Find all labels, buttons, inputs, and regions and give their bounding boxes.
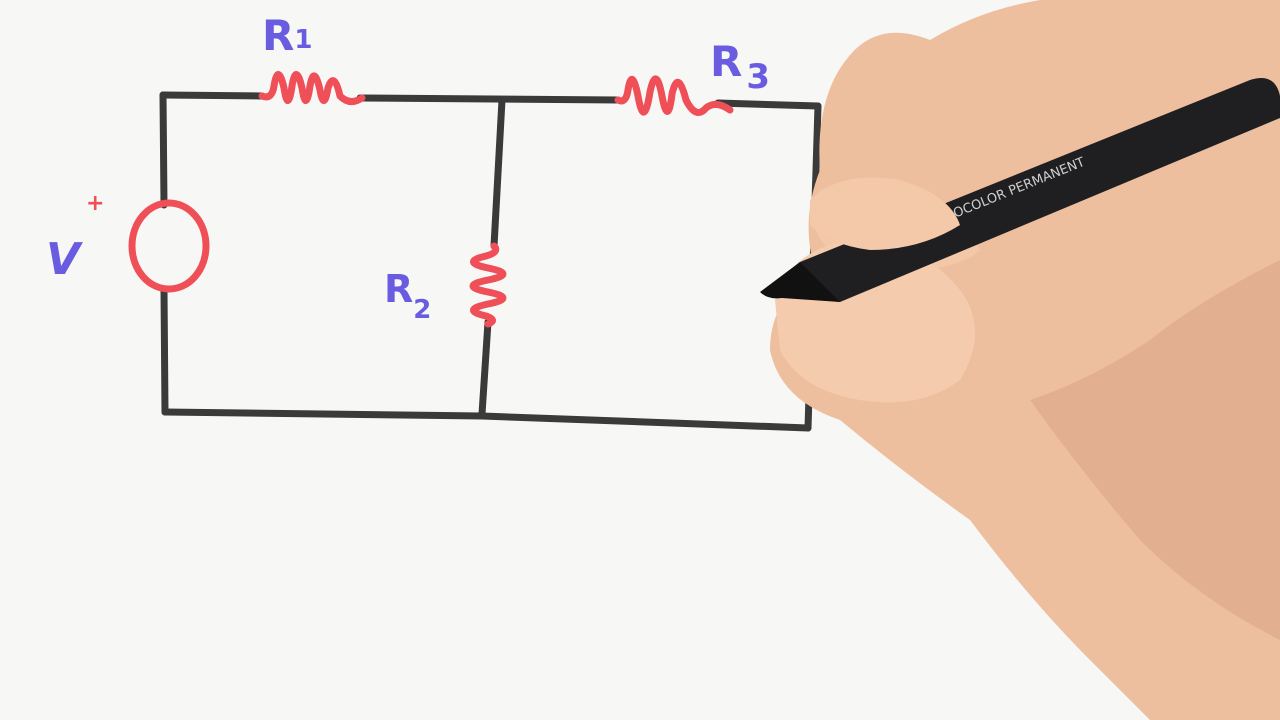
marker-tip — [760, 262, 840, 302]
wire-middle-upper — [490, 96, 506, 250]
wire-left-lower — [160, 286, 169, 416]
label-voltage-polarity: + — [86, 191, 104, 216]
wire-bottom — [161, 408, 812, 432]
hand-shadow — [1030, 260, 1280, 640]
circuit-components — [128, 71, 734, 328]
label-voltage: V — [46, 234, 83, 285]
resistor-r1 — [258, 71, 366, 105]
label-r1: R1 — [262, 11, 312, 60]
hand-thumb-over — [810, 177, 960, 250]
label-r2: R2 — [384, 267, 431, 325]
wire-middle-lower — [478, 318, 492, 418]
wire-top-middle — [356, 94, 622, 104]
resistor-r2 — [469, 242, 507, 328]
marker-body — [800, 78, 1280, 302]
resistor-r3 — [614, 75, 734, 116]
hand-with-marker: LUMOCOLOR PERMANENT — [760, 0, 1280, 720]
voltage-source-circle — [128, 199, 210, 293]
wire-left-upper — [159, 91, 168, 209]
wire-top-right — [714, 99, 822, 110]
wire-top-left — [159, 91, 266, 100]
